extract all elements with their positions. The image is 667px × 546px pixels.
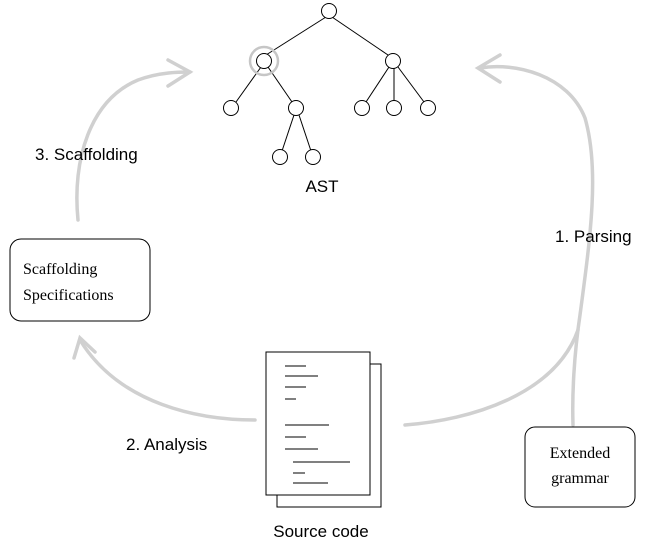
scaffolding-arrow (75, 70, 192, 222)
code-lines (285, 365, 350, 484)
ast-node (272, 149, 288, 165)
ast-edge (397, 66, 425, 103)
ast-edge (365, 66, 390, 103)
scaffolding-spec-box: Scaffolding Specifications (9, 238, 151, 322)
ast-highlight-ring (248, 45, 280, 77)
source-to-parsing-arc (403, 328, 580, 427)
cycle-arrows (72, 53, 595, 427)
ast-label: AST (305, 177, 338, 196)
ast-node (321, 3, 337, 19)
parsing-arrow (478, 64, 595, 427)
ast-node (385, 53, 401, 69)
ast-node (420, 100, 436, 116)
analysis-arrowhead (72, 334, 97, 360)
scaffolding-spec-line2: Specifications (23, 287, 114, 304)
scaffolding-arrowhead (166, 58, 194, 88)
ast-edge (281, 114, 295, 152)
scaffolding-spec-line1: Scaffolding (23, 261, 97, 278)
ast-edge (331, 16, 389, 56)
ast-edge (298, 114, 312, 152)
step-parsing-label: 1. Parsing (555, 227, 632, 246)
ast-edge (265, 16, 327, 56)
parsing-arrowhead (474, 53, 502, 84)
analysis-arrow (78, 338, 257, 422)
ast-node (386, 100, 402, 116)
ast-node (256, 53, 272, 69)
extended-grammar-line1: Extended (550, 445, 610, 462)
source-code-label: Source code (273, 522, 368, 541)
ast-node (305, 149, 321, 165)
ast-tree (223, 3, 436, 165)
ast-node (223, 100, 239, 116)
ast-node (354, 100, 370, 116)
step-analysis-label: 2. Analysis (126, 435, 207, 454)
step-scaffolding-label: 3. Scaffolding (35, 145, 138, 164)
document-front-page (265, 351, 371, 496)
extended-grammar-line2: grammar (551, 470, 609, 487)
ast-node (288, 100, 304, 116)
source-code-document-icon (265, 351, 382, 508)
extended-grammar-box: Extended grammar (524, 426, 636, 508)
